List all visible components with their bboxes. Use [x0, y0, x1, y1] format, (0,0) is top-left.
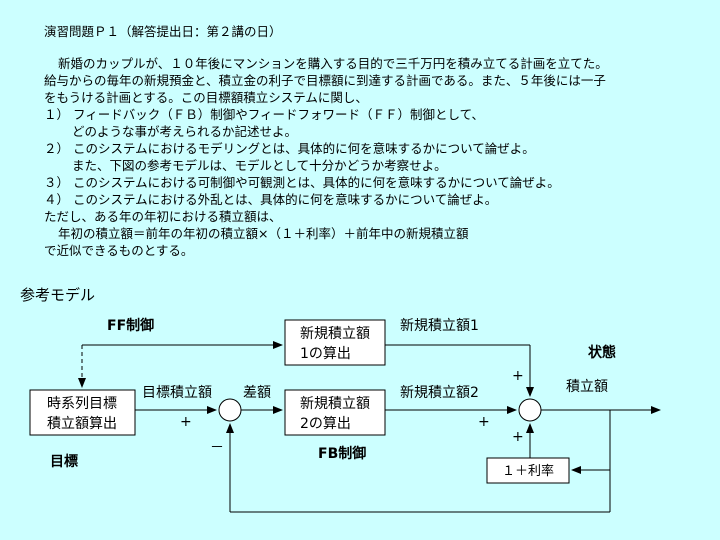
plus-sign-new1: +: [512, 368, 524, 384]
block-target-calc: [29, 389, 136, 436]
total-amount-label: 積立額: [566, 379, 608, 395]
block-new2-label-2: 2の算出: [300, 416, 351, 432]
question-1-cont: どのような事が考えられるか記述せよ。: [72, 124, 298, 139]
block-target-label-1: 時系列目標: [47, 396, 117, 412]
minus-sign-feedback: －: [210, 440, 224, 456]
problem-line: で近似できるものとする。: [44, 243, 194, 258]
problem-text: 演習問題Ｐ１（解答提出日：第２講の日） 新婚のカップルが、１０年後にマンションを…: [44, 24, 608, 258]
problem-line: をもうける計画とする。この目標額積立システムに関し、: [44, 90, 368, 105]
question-4: ４） このシステムにおける外乱とは、具体的に何を意味するかについて論ぜよ。: [44, 192, 498, 207]
diff-label: 差額: [243, 385, 271, 401]
state-label: 状態: [588, 344, 616, 361]
plus-sign-rate: +: [512, 429, 524, 445]
block-new1-label-1: 新規積立額: [300, 326, 370, 342]
block-rate: [486, 457, 570, 484]
question-2-cont: また、下図の参考モデルは、モデルとして十分かどうか考察せよ。: [72, 158, 447, 173]
model-heading: 参考モデル: [20, 286, 96, 304]
problem-line: 新婚のカップルが、１０年後にマンションを購入する目的で三千万円を積み立てる計画を…: [58, 56, 608, 71]
plus-sign-new2: +: [478, 414, 490, 430]
fb-control-label: FB制御: [318, 445, 366, 462]
target-amount-label: 目標積立額: [142, 385, 212, 401]
block-new1-label-2: 1の算出: [300, 346, 351, 362]
formula-line: 年初の積立額＝前年の年初の積立額×（１＋利率）＋前年中の新規積立額: [58, 226, 469, 241]
problem-line: ただし、ある年の年初における積立額は、: [44, 209, 282, 224]
ff-control-label: FF制御: [107, 317, 154, 334]
block-rate-label: １＋利率: [502, 463, 554, 479]
problem-line: 給与からの毎年の新規預金と、積立金の利子で目標額に到達する計画である。また、５年…: [44, 73, 606, 88]
summing-junction-diff: [218, 398, 242, 422]
new-deposit-1-label: 新規積立額1: [400, 318, 479, 334]
target-label: 目標: [50, 453, 78, 470]
question-1: １） フィードバック（ＦＢ）制御やフィードフォワード（ＦＦ）制御として、: [44, 107, 484, 122]
summing-junction-total: [518, 398, 542, 422]
problem-title: 演習問題Ｐ１（解答提出日：第２講の日）: [44, 24, 282, 39]
new-deposit-2-label: 新規積立額2: [400, 385, 479, 401]
plus-sign-target: +: [180, 414, 192, 430]
block-new-deposit-1: [284, 319, 386, 366]
block-new2-label-1: 新規積立額: [300, 396, 370, 412]
question-3: ３） このシステムにおける可制御や可観測とは、具体的に何を意味するかについて論ぜ…: [44, 175, 560, 190]
block-new-deposit-2: [284, 389, 386, 436]
block-target-label-2: 積立額算出: [47, 416, 117, 432]
question-2: ２） このシステムにおけるモデリングとは、具体的に何を意味するかについて論ぜよ。: [44, 141, 535, 156]
